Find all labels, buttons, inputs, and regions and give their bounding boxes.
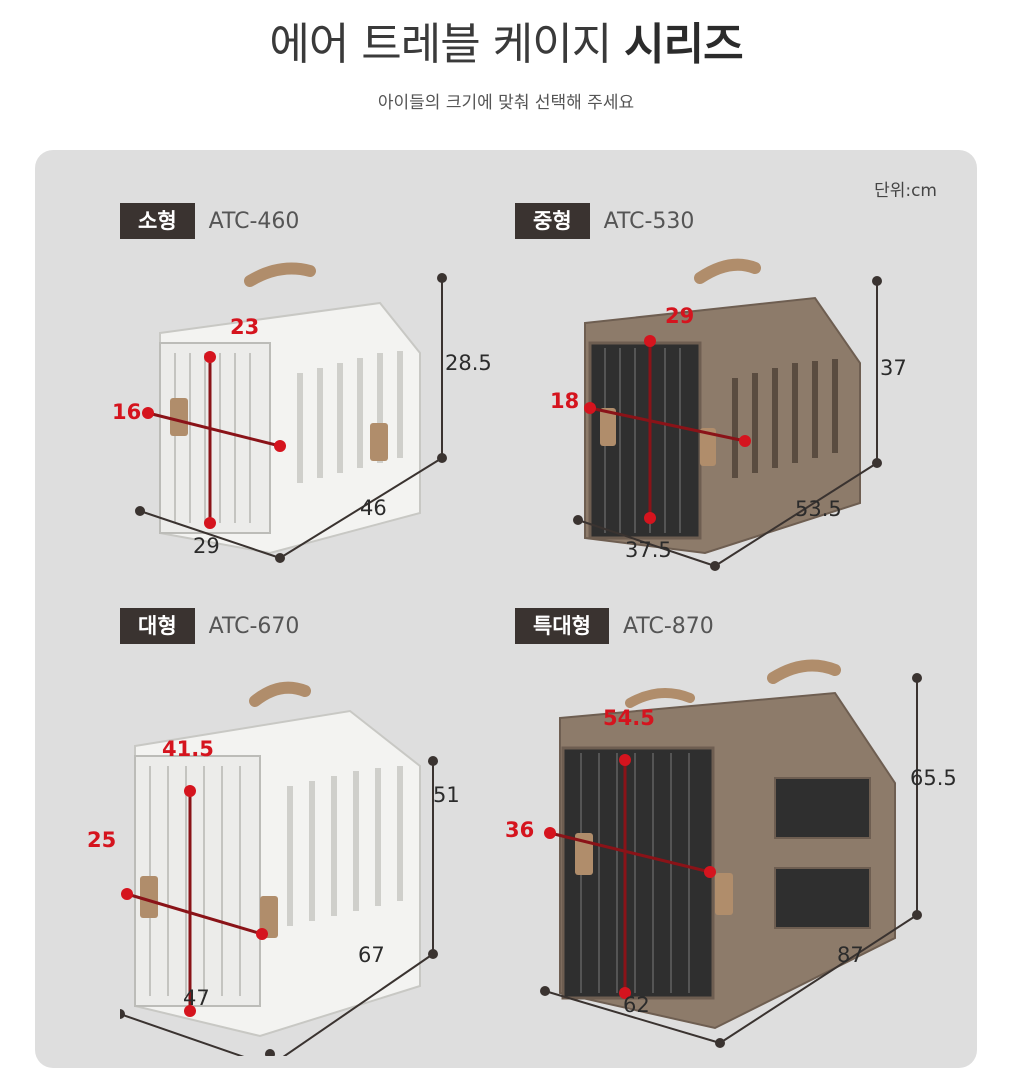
dim-width-front: 16 — [112, 400, 142, 424]
size-badge: 대형 — [120, 608, 195, 644]
dim-height-front: 54.5 — [603, 706, 655, 730]
dim-depth: 46 — [360, 496, 387, 520]
page-subtitle: 아이들의 크기에 맞춰 선택해 주세요 — [377, 93, 635, 113]
dim-depth: 87 — [837, 943, 864, 967]
model-name: ATC-530 — [603, 208, 695, 234]
dim-height: 37 — [880, 356, 907, 380]
dim-depth: 67 — [358, 943, 385, 967]
size-badge: 특대형 — [515, 608, 609, 644]
dim-height-front: 41.5 — [162, 737, 214, 761]
product-medium: 중형 ATC-530 — [515, 203, 935, 571]
product-panel: 단위:cm 소형 ATC-460 — [35, 150, 977, 1068]
dim-height: 65.5 — [910, 766, 957, 790]
dim-height-front: 23 — [230, 315, 260, 339]
product-xlarge: 특대형 ATC-870 — [505, 608, 957, 1048]
carrier-large-illustration — [120, 681, 438, 1056]
dim-depth: 53.5 — [795, 497, 842, 521]
dim-width: 29 — [193, 534, 220, 558]
model-name: ATC-670 — [208, 613, 300, 639]
dim-width-front: 25 — [87, 828, 117, 852]
title-regular: 에어 트레블 케이지 — [269, 19, 612, 70]
dim-width-front: 18 — [550, 389, 580, 413]
size-badge: 중형 — [515, 203, 590, 239]
carrier-small-illustration — [135, 262, 447, 563]
carrier-xlarge-illustration — [540, 659, 922, 1048]
page-title: 에어 트레블 케이지 시리즈 — [0, 8, 1012, 72]
title-bold: 시리즈 — [624, 19, 743, 70]
product-large: 대형 ATC-670 — [87, 608, 520, 1056]
unit-label: 단위:cm — [874, 181, 937, 201]
dim-height: 51 — [433, 783, 460, 807]
size-badge: 소형 — [120, 203, 195, 239]
carrier-medium-illustration — [573, 258, 882, 571]
dim-width: 37.5 — [625, 538, 672, 562]
model-name: ATC-460 — [208, 208, 300, 234]
dim-width-front: 36 — [505, 818, 535, 842]
model-name: ATC-870 — [622, 613, 714, 639]
dim-width: 62 — [623, 993, 650, 1017]
dim-height-front: 29 — [665, 304, 695, 328]
dim-width: 47 — [183, 986, 210, 1010]
dim-height: 28.5 — [445, 351, 492, 375]
product-small: 소형 ATC-460 — [112, 203, 520, 563]
